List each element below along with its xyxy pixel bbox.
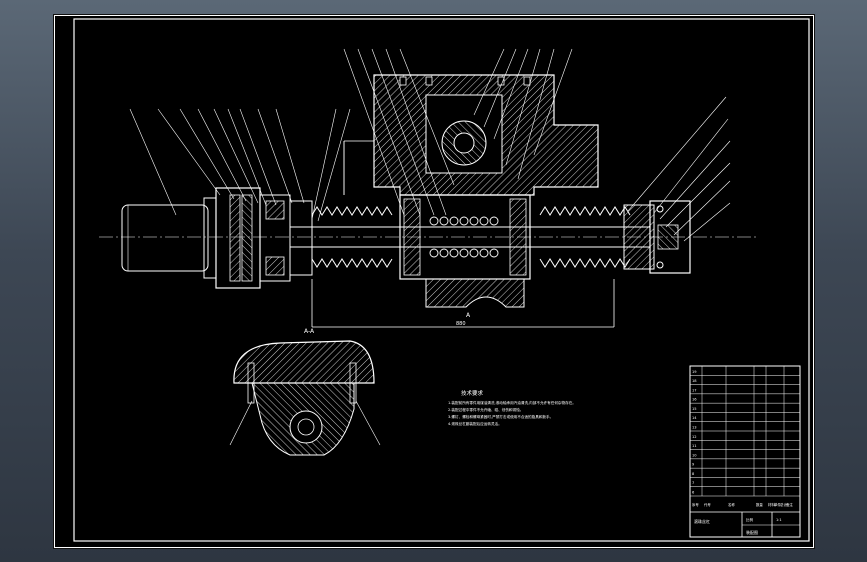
bellows-left-bottom [311,258,393,268]
tech-req-line: 3.螺钉、螺栓和螺母紧固时,严禁打击或使用不合适的旋具和扳手。 [448,414,553,419]
title-block: 19 18 17 16 15 14 13 12 11 10 9 8 7 6 序号代号 名称 数量材料单件总计备… [689,365,801,538]
title-block-name: 滚珠丝杠 [694,518,710,524]
tech-req-line: 1.装配前所有零件用煤油清洗,滚动轴承用汽油清洗,内部不允许有任何杂物存在。 [448,400,576,405]
parts-list-row-number: 19 [692,370,697,374]
title-block-scale: 1:1 [776,518,782,522]
inner-border [73,18,810,542]
center-mark: A [466,312,471,319]
parts-list-row-number: 15 [692,407,697,411]
dimension-mark: 880 [456,321,466,327]
parts-list-header: 代号 [704,502,711,507]
worktable-block [373,74,599,196]
parts-list-header: 序号 [692,502,699,507]
outer-border [54,15,814,548]
drawing-sheet: A-A A 880 技术要求 1.装配前所有零件用煤油清洗,滚动轴承用汽油清洗,… [53,14,815,549]
bellows-right-top [539,206,631,216]
bellows-right-bottom [539,258,631,268]
parts-list-row-number: 17 [692,388,697,392]
motor [121,197,217,279]
parts-list-row-number: 8 [692,472,695,476]
parts-list-row-number: 7 [692,481,694,485]
parts-list-header: 备注 [786,502,793,507]
bellows-left-top [311,206,393,216]
parts-list-row-number: 10 [692,453,697,457]
parts-list-row-number: 12 [692,435,697,439]
tech-req-line: 2.装配过程中零件不允许磕、碰、划伤和锈蚀。 [448,407,523,412]
parts-list-header: 名称 [728,502,735,507]
parts-list-header: 数量 [756,502,763,507]
parts-list-header: 材料 [768,502,775,507]
section-view: A-A [229,328,381,456]
tech-req-title: 技术要求 [461,389,484,397]
tech-req-line: 4.滚珠丝杠副装配后应运转灵活。 [448,421,502,426]
parts-list-row-number: 9 [692,463,695,467]
title-block-scale-label: 比例 [746,517,754,522]
coupling-housing [215,187,313,289]
technical-requirements: 技术要求 1.装配前所有零件用煤油清洗,滚动轴承用汽油清洗,内部不允许有任何杂物… [448,389,576,426]
nut-seat [425,278,525,308]
parts-list-row-number: 6 [692,491,695,495]
parts-list-row-number: 18 [692,379,697,383]
parts-list-header: 总计 [780,502,787,507]
title-block-sub: 装配图 [746,529,758,535]
right-bearing-support [623,200,691,274]
part-leaders [129,48,731,242]
ball-nut [399,194,531,280]
ball-rows [429,216,499,258]
parts-list-row-number: 11 [692,444,697,448]
parts-list-row-number: 14 [692,416,697,420]
section-label: A-A [304,328,315,335]
parts-list-row-number: 13 [692,426,697,430]
parts-list-row-number: 16 [692,398,697,402]
assembly-drawing: A-A A 880 技术要求 1.装配前所有零件用煤油清洗,滚动轴承用汽油清洗,… [54,15,814,548]
parts-list-header: 单件 [774,502,781,507]
